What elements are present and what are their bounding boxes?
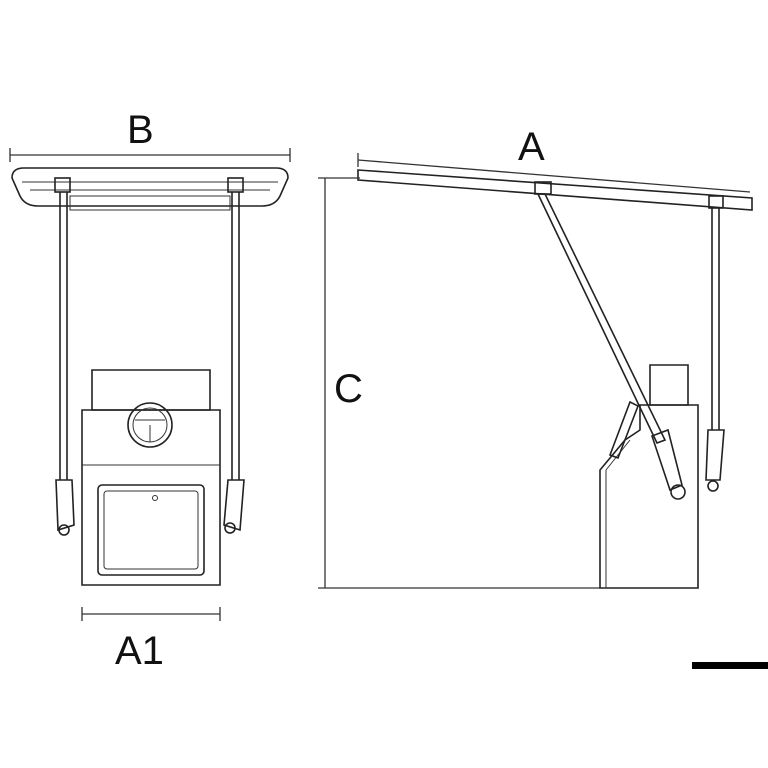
console-door <box>97 484 205 576</box>
label-a1: A1 <box>115 629 164 673</box>
label-c: C <box>334 367 363 411</box>
side-view: A C <box>318 125 753 589</box>
canopy-frame-front <box>11 167 289 211</box>
label-b: B <box>127 108 154 152</box>
scale-bar <box>692 662 768 669</box>
dimension-a1: A1 <box>81 607 221 673</box>
dimension-b: B <box>9 108 291 162</box>
front-view: B <box>9 108 291 673</box>
steering-wheel-icon <box>127 402 173 448</box>
label-a: A <box>518 125 545 169</box>
poles-front <box>55 192 245 536</box>
console-side <box>599 364 699 589</box>
dimension-c: C <box>318 177 600 589</box>
dimension-a: A <box>357 125 751 193</box>
canopy-frame-side <box>357 169 753 211</box>
steering-wheel-side-icon <box>608 400 640 460</box>
console-front <box>81 369 221 586</box>
struts-side <box>536 193 725 500</box>
